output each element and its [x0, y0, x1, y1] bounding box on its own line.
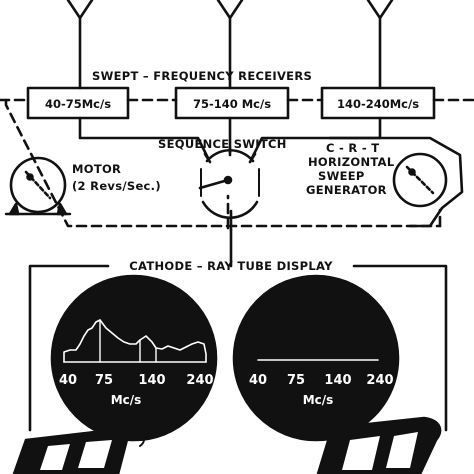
scope-left — [50, 274, 218, 442]
motor-speed-label: (2 Revs/Sec.) — [72, 179, 161, 193]
receiver-band-3: 140-240Mc/s — [337, 97, 419, 111]
scope-left-tick-75: 75 — [95, 373, 113, 388]
film-strip-right — [316, 416, 442, 474]
crt-generator-line-4: GENERATOR — [306, 183, 387, 197]
scope-left-tick-140: 140 — [138, 373, 165, 388]
receiver-band-2: 75-140 Mc/s — [193, 97, 271, 111]
scope-left-tick-240: 240 — [186, 373, 213, 388]
scope-right — [232, 274, 400, 442]
scope-right-tick-240: 240 — [366, 373, 393, 388]
scope-right-tick-140: 140 — [324, 373, 351, 388]
crt-generator-line-3: SWEEP — [318, 169, 365, 183]
crt-sweep-generator — [328, 136, 464, 228]
antenna-center — [216, 0, 244, 90]
antenna-right — [366, 0, 394, 90]
receivers-title: SWEPT – FREQUENCY RECEIVERS — [92, 69, 312, 83]
receiver-band-1: 40-75Mc/s — [45, 97, 111, 111]
scope-right-tick-40: 40 — [249, 373, 267, 388]
motor-label: MOTOR — [72, 162, 121, 176]
receiver-box-75-140 — [174, 86, 290, 120]
scope-right-tick-75: 75 — [287, 373, 305, 388]
display-title: CATHODE – RAY TUBE DISPLAY — [129, 259, 333, 273]
scope-left-tick-40: 40 — [59, 373, 77, 388]
film-strip-left — [12, 426, 146, 474]
motor — [4, 156, 72, 216]
receiver-box-140-240 — [320, 86, 436, 120]
sequence-switch-label: SEQUENCE SWITCH — [158, 137, 287, 151]
sequence-switch — [198, 145, 260, 232]
display-enclosure — [28, 264, 448, 432]
receiver-box-40-75 — [26, 86, 130, 120]
antenna-left — [66, 0, 94, 90]
crt-generator-line-1: C - R - T — [326, 141, 379, 155]
crt-generator-line-2: HORIZONTAL — [308, 155, 395, 169]
dashed-linkage — [0, 98, 474, 230]
scope-left-unit: Mc/s — [111, 393, 142, 407]
scope-right-unit: Mc/s — [303, 393, 334, 407]
